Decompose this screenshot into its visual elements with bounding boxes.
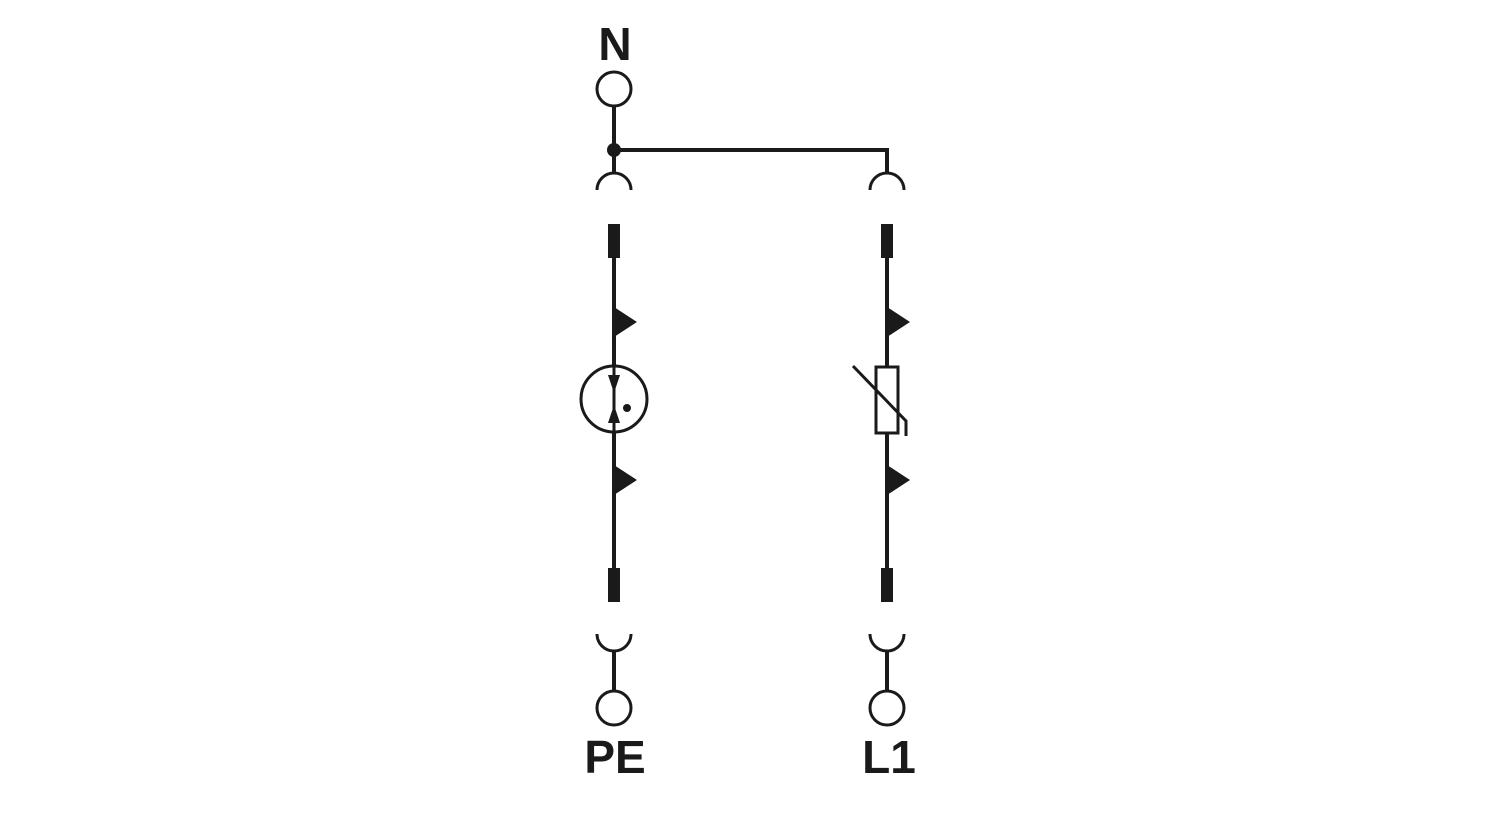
flag-right-upper: [887, 307, 910, 337]
plug-bottom-right: [868, 633, 906, 653]
terminal-label-l1: L1: [862, 731, 916, 783]
terminal-label-pe: PE: [584, 731, 645, 783]
varistor-icon: [851, 364, 908, 436]
terminal-pe: [595, 689, 633, 727]
flag-left-upper: [614, 307, 637, 337]
contact-bottom-left: [608, 568, 620, 602]
plug-bottom-left: [595, 633, 633, 653]
contact-bottom-right: [881, 568, 893, 602]
contact-top-right: [881, 224, 893, 258]
flag-left-lower: [614, 465, 637, 495]
terminal-n: [595, 70, 633, 108]
gas-discharge-tube-icon: [579, 364, 649, 434]
flag-right-lower: [887, 465, 910, 495]
contact-top-left: [608, 224, 620, 258]
plug-top-right: [868, 171, 906, 191]
terminal-label-n: N: [598, 18, 631, 70]
wire-junction-to-right: [614, 148, 889, 174]
terminal-l1: [868, 689, 906, 727]
plug-top-left: [595, 171, 633, 191]
